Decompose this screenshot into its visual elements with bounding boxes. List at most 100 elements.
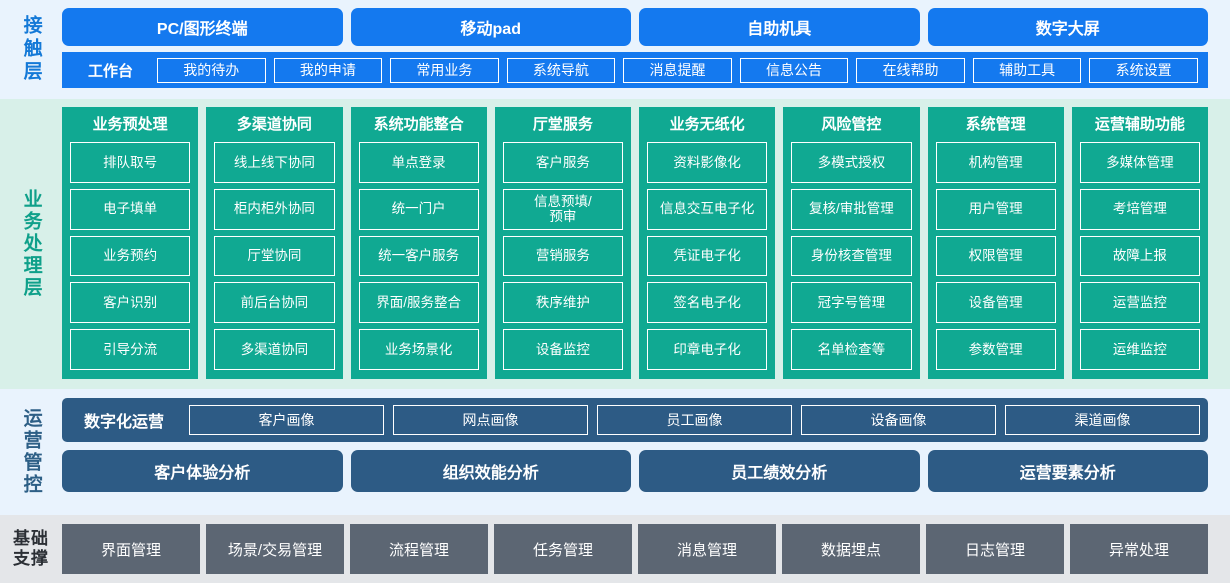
business-column-risk-control: 风险管控 多模式授权 复核/审批管理 身份核查管理 冠字号管理 名单检查等 bbox=[783, 107, 920, 379]
business-item[interactable]: 引导分流 bbox=[70, 329, 191, 370]
business-item[interactable]: 身份核查管理 bbox=[791, 235, 912, 277]
foundation-item-process-management[interactable]: 流程管理 bbox=[350, 524, 488, 574]
business-item[interactable]: 签名电子化 bbox=[647, 282, 768, 324]
foundation-item-data-tracking[interactable]: 数据埋点 bbox=[782, 524, 920, 574]
business-item[interactable]: 运营监控 bbox=[1079, 282, 1200, 324]
foundation-item-message-management[interactable]: 消息管理 bbox=[638, 524, 776, 574]
column-title: 业务预处理 bbox=[92, 116, 168, 133]
digital-operations-title: 数字化运营 bbox=[84, 414, 165, 431]
contact-item-online-help[interactable]: 在线帮助 bbox=[856, 57, 965, 83]
business-item[interactable]: 凭证电子化 bbox=[647, 235, 768, 277]
business-item[interactable]: 资料影像化 bbox=[647, 142, 768, 183]
business-item[interactable]: 界面/服务整合 bbox=[358, 282, 479, 324]
column-title: 系统功能整合 bbox=[373, 116, 464, 133]
business-processing-layer: 业务处理层 业务预处理 排队取号 电子填单 业务预约 客户识别 引导分流 多渠道… bbox=[0, 99, 1230, 389]
column-title: 系统管理 bbox=[965, 116, 1026, 133]
column-title: 运营辅助功能 bbox=[1094, 116, 1185, 133]
business-item[interactable]: 秩序维护 bbox=[502, 282, 623, 324]
business-item[interactable]: 冠字号管理 bbox=[791, 282, 912, 324]
contact-item-my-application[interactable]: 我的申请 bbox=[273, 57, 383, 83]
business-item[interactable]: 参数管理 bbox=[935, 329, 1056, 370]
digital-operations-row: 数字化运营 客户画像 网点画像 员工画像 设备画像 渠道画像 bbox=[62, 398, 1208, 442]
contact-layer-label: 接触层 bbox=[0, 0, 62, 99]
channel-digital-screen[interactable]: 数字大屏 bbox=[927, 8, 1208, 46]
contact-item-common-business[interactable]: 常用业务 bbox=[390, 57, 499, 83]
foundation-item-task-management[interactable]: 任务管理 bbox=[494, 524, 632, 574]
business-item[interactable]: 权限管理 bbox=[935, 235, 1056, 277]
contact-item-announcement[interactable]: 信息公告 bbox=[739, 57, 849, 83]
column-title: 风险管控 bbox=[821, 116, 882, 133]
analysis-customer-experience[interactable]: 客户体验分析 bbox=[62, 450, 343, 492]
business-layer-label-text: 业务处理层 bbox=[20, 189, 42, 299]
portrait-channel[interactable]: 渠道画像 bbox=[1005, 405, 1201, 435]
foundation-items-row: 界面管理 场景/交易管理 流程管理 任务管理 消息管理 数据埋点 日志管理 异常… bbox=[62, 524, 1208, 574]
business-column-pre-processing: 业务预处理 排队取号 电子填单 业务预约 客户识别 引导分流 bbox=[62, 107, 199, 379]
business-layer-label: 业务处理层 bbox=[0, 99, 62, 389]
contact-layer: 接触层 PC/图形终端 移动pad 自助机具 数字大屏 工作台 我的待办 我的申… bbox=[0, 0, 1230, 99]
business-item[interactable]: 运维监控 bbox=[1079, 329, 1200, 370]
business-item[interactable]: 柜内柜外协同 bbox=[214, 188, 335, 230]
business-item[interactable]: 排队取号 bbox=[70, 142, 191, 183]
business-item[interactable]: 考培管理 bbox=[1079, 188, 1200, 230]
portrait-customer[interactable]: 客户画像 bbox=[189, 405, 385, 435]
channel-pc[interactable]: PC/图形终端 bbox=[62, 8, 343, 46]
business-layer-body: 业务预处理 排队取号 电子填单 业务预约 客户识别 引导分流 多渠道协同 线上线… bbox=[62, 99, 1230, 389]
contact-item-aux-tools[interactable]: 辅助工具 bbox=[972, 57, 1082, 83]
business-item[interactable]: 机构管理 bbox=[935, 142, 1056, 183]
contact-item-my-todo[interactable]: 我的待办 bbox=[157, 57, 266, 83]
foundation-item-exception-handling[interactable]: 异常处理 bbox=[1070, 524, 1208, 574]
contact-item-system-nav[interactable]: 系统导航 bbox=[506, 57, 616, 83]
contact-item-message-alert[interactable]: 消息提醒 bbox=[623, 57, 732, 83]
foundation-item-scenario-transaction[interactable]: 场景/交易管理 bbox=[206, 524, 344, 574]
business-item[interactable]: 单点登录 bbox=[358, 142, 479, 183]
business-item[interactable]: 统一客户服务 bbox=[358, 235, 479, 277]
foundation-support-layer: 基础 支撑 界面管理 场景/交易管理 流程管理 任务管理 消息管理 数据埋点 日… bbox=[0, 515, 1230, 583]
business-item[interactable]: 前后台协同 bbox=[214, 282, 335, 324]
business-item[interactable]: 多模式授权 bbox=[791, 142, 912, 183]
workbench-title: 工作台 bbox=[88, 62, 134, 80]
channel-self-service[interactable]: 自助机具 bbox=[639, 8, 920, 46]
business-item[interactable]: 设备管理 bbox=[935, 282, 1056, 324]
operations-layer-body: 数字化运营 客户画像 网点画像 员工画像 设备画像 渠道画像 客户体验分析 组织… bbox=[62, 389, 1230, 515]
business-item[interactable]: 故障上报 bbox=[1079, 235, 1200, 277]
business-item[interactable]: 业务预约 bbox=[70, 235, 191, 277]
business-item[interactable]: 客户识别 bbox=[70, 282, 191, 324]
foundation-label-line2: 支撑 bbox=[13, 549, 49, 568]
business-item[interactable]: 业务场景化 bbox=[358, 329, 479, 370]
business-item[interactable]: 多渠道协同 bbox=[214, 329, 335, 370]
business-item[interactable]: 厅堂协同 bbox=[214, 235, 335, 277]
business-item[interactable]: 客户服务 bbox=[502, 142, 623, 183]
business-item[interactable]: 营销服务 bbox=[502, 235, 623, 277]
business-column-multi-channel: 多渠道协同 线上线下协同 柜内柜外协同 厅堂协同 前后台协同 多渠道协同 bbox=[206, 107, 343, 379]
business-item[interactable]: 信息预填/ 预审 bbox=[502, 188, 623, 230]
portrait-device[interactable]: 设备画像 bbox=[801, 405, 997, 435]
business-columns: 业务预处理 排队取号 电子填单 业务预约 客户识别 引导分流 多渠道协同 线上线… bbox=[62, 107, 1208, 379]
business-item[interactable]: 线上线下协同 bbox=[214, 142, 335, 183]
analysis-operation-elements[interactable]: 运营要素分析 bbox=[927, 450, 1208, 492]
operations-layer-label: 运营管控 bbox=[0, 389, 62, 515]
business-item[interactable]: 复核/审批管理 bbox=[791, 188, 912, 230]
business-item[interactable]: 信息交互电子化 bbox=[647, 188, 768, 230]
portrait-employee[interactable]: 员工画像 bbox=[597, 405, 793, 435]
business-column-system-integration: 系统功能整合 单点登录 统一门户 统一客户服务 界面/服务整合 业务场景化 bbox=[350, 107, 487, 379]
business-item[interactable]: 用户管理 bbox=[935, 188, 1056, 230]
business-column-paperless: 业务无纸化 资料影像化 信息交互电子化 凭证电子化 签名电子化 印章电子化 bbox=[639, 107, 776, 379]
analysis-employee-performance[interactable]: 员工绩效分析 bbox=[639, 450, 920, 492]
foundation-layer-body: 界面管理 场景/交易管理 流程管理 任务管理 消息管理 数据埋点 日志管理 异常… bbox=[62, 515, 1230, 583]
analysis-org-efficiency[interactable]: 组织效能分析 bbox=[350, 450, 631, 492]
foundation-layer-label-text: 基础 支撑 bbox=[9, 529, 53, 569]
business-item[interactable]: 设备监控 bbox=[502, 329, 623, 370]
portrait-branch[interactable]: 网点画像 bbox=[393, 405, 589, 435]
contact-item-system-settings[interactable]: 系统设置 bbox=[1089, 57, 1198, 83]
business-item[interactable]: 名单检查等 bbox=[791, 329, 912, 370]
business-item[interactable]: 多媒体管理 bbox=[1079, 142, 1200, 183]
column-title: 业务无纸化 bbox=[669, 116, 745, 133]
business-item[interactable]: 电子填单 bbox=[70, 188, 191, 230]
foundation-item-ui-management[interactable]: 界面管理 bbox=[62, 524, 200, 574]
business-column-operation-aux: 运营辅助功能 多媒体管理 考培管理 故障上报 运营监控 运维监控 bbox=[1071, 107, 1208, 379]
business-item[interactable]: 统一门户 bbox=[358, 188, 479, 230]
foundation-item-log-management[interactable]: 日志管理 bbox=[926, 524, 1064, 574]
business-item[interactable]: 印章电子化 bbox=[647, 329, 768, 370]
channel-mobile-pad[interactable]: 移动pad bbox=[350, 8, 631, 46]
operations-layer-label-text: 运营管控 bbox=[20, 408, 42, 496]
